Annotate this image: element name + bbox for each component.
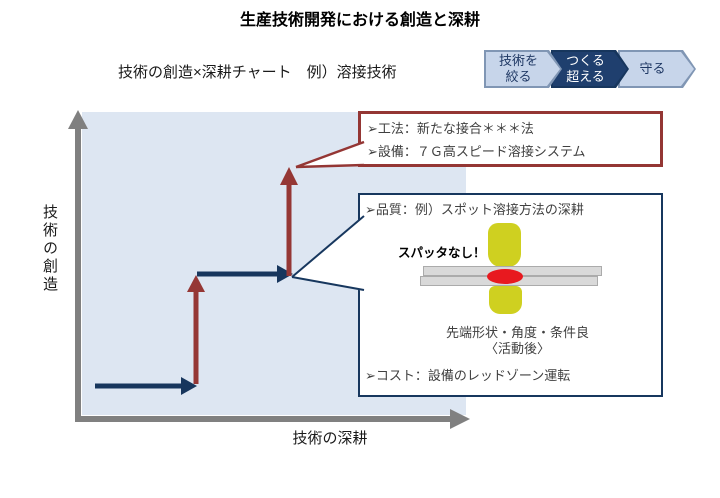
create-arrow-1-head-icon	[187, 275, 205, 292]
flow-step-label: 絞る	[505, 69, 532, 84]
page-title: 生産技術開発における創造と深耕	[239, 12, 480, 29]
no-spatter-label: スパッタなし！	[398, 246, 486, 260]
callout-item-cost: ➢コスト：設備のレッドゾーン運転	[365, 368, 571, 383]
chevron-shape-icon: つくる 超える	[553, 52, 627, 86]
callout-item-method: ➢工法：新たな接合＊＊＊法	[367, 121, 534, 137]
chart-subtitle: 技術の創造×深耕チャート 例）溶接技術	[118, 64, 397, 81]
flow-step-protect: 守る	[618, 50, 696, 88]
tip-condition-caption: 先端形状・角度・条件良	[445, 325, 589, 340]
create-arrow-2-head-icon	[280, 167, 298, 185]
creation-callout-box: ➢工法：新たな接合＊＊＊法 ➢設備：７Ｇ高スピード溶接システム	[358, 111, 663, 167]
deepen-arrow-2-head-icon	[277, 265, 293, 283]
deepening-callout-box: ➢品質：例）スポット溶接方法の深耕 スパッタなし！ 先端形状・角度・条件良 〈活…	[358, 193, 663, 397]
flow-step-label: 技術を	[498, 53, 538, 69]
y-axis-arrowhead-icon	[68, 110, 88, 129]
weld-nugget-icon	[487, 269, 523, 284]
x-axis-arrowhead-icon	[450, 409, 470, 429]
welding-electrode-bottom-icon	[489, 286, 522, 314]
flow-step-label: 超える	[566, 69, 605, 84]
x-axis-label: 技術の深耕	[292, 430, 368, 447]
chevron-shape-icon: 技術を 絞る	[486, 52, 560, 86]
deepen-arrow-1-head-icon	[181, 377, 197, 395]
callout-item-equipment: ➢設備：７Ｇ高スピード溶接システム	[367, 143, 586, 159]
welding-electrode-top-icon	[488, 223, 521, 267]
process-flow: 技術を 絞る つくる 超える 守る	[484, 50, 696, 88]
flow-step-label: つくる	[566, 53, 605, 69]
callout-item-quality: ➢品質：例）スポット溶接方法の深耕	[365, 202, 584, 217]
y-axis-label: 技術の創造	[41, 204, 58, 294]
chevron-shape-icon: 守る	[620, 52, 694, 86]
flow-step-narrow-technology: 技術を 絞る	[484, 50, 562, 88]
flow-step-label: 守る	[639, 61, 666, 77]
flow-step-create-exceed: つくる 超える	[551, 50, 629, 88]
after-activity-caption: 〈活動後〉	[484, 341, 550, 356]
